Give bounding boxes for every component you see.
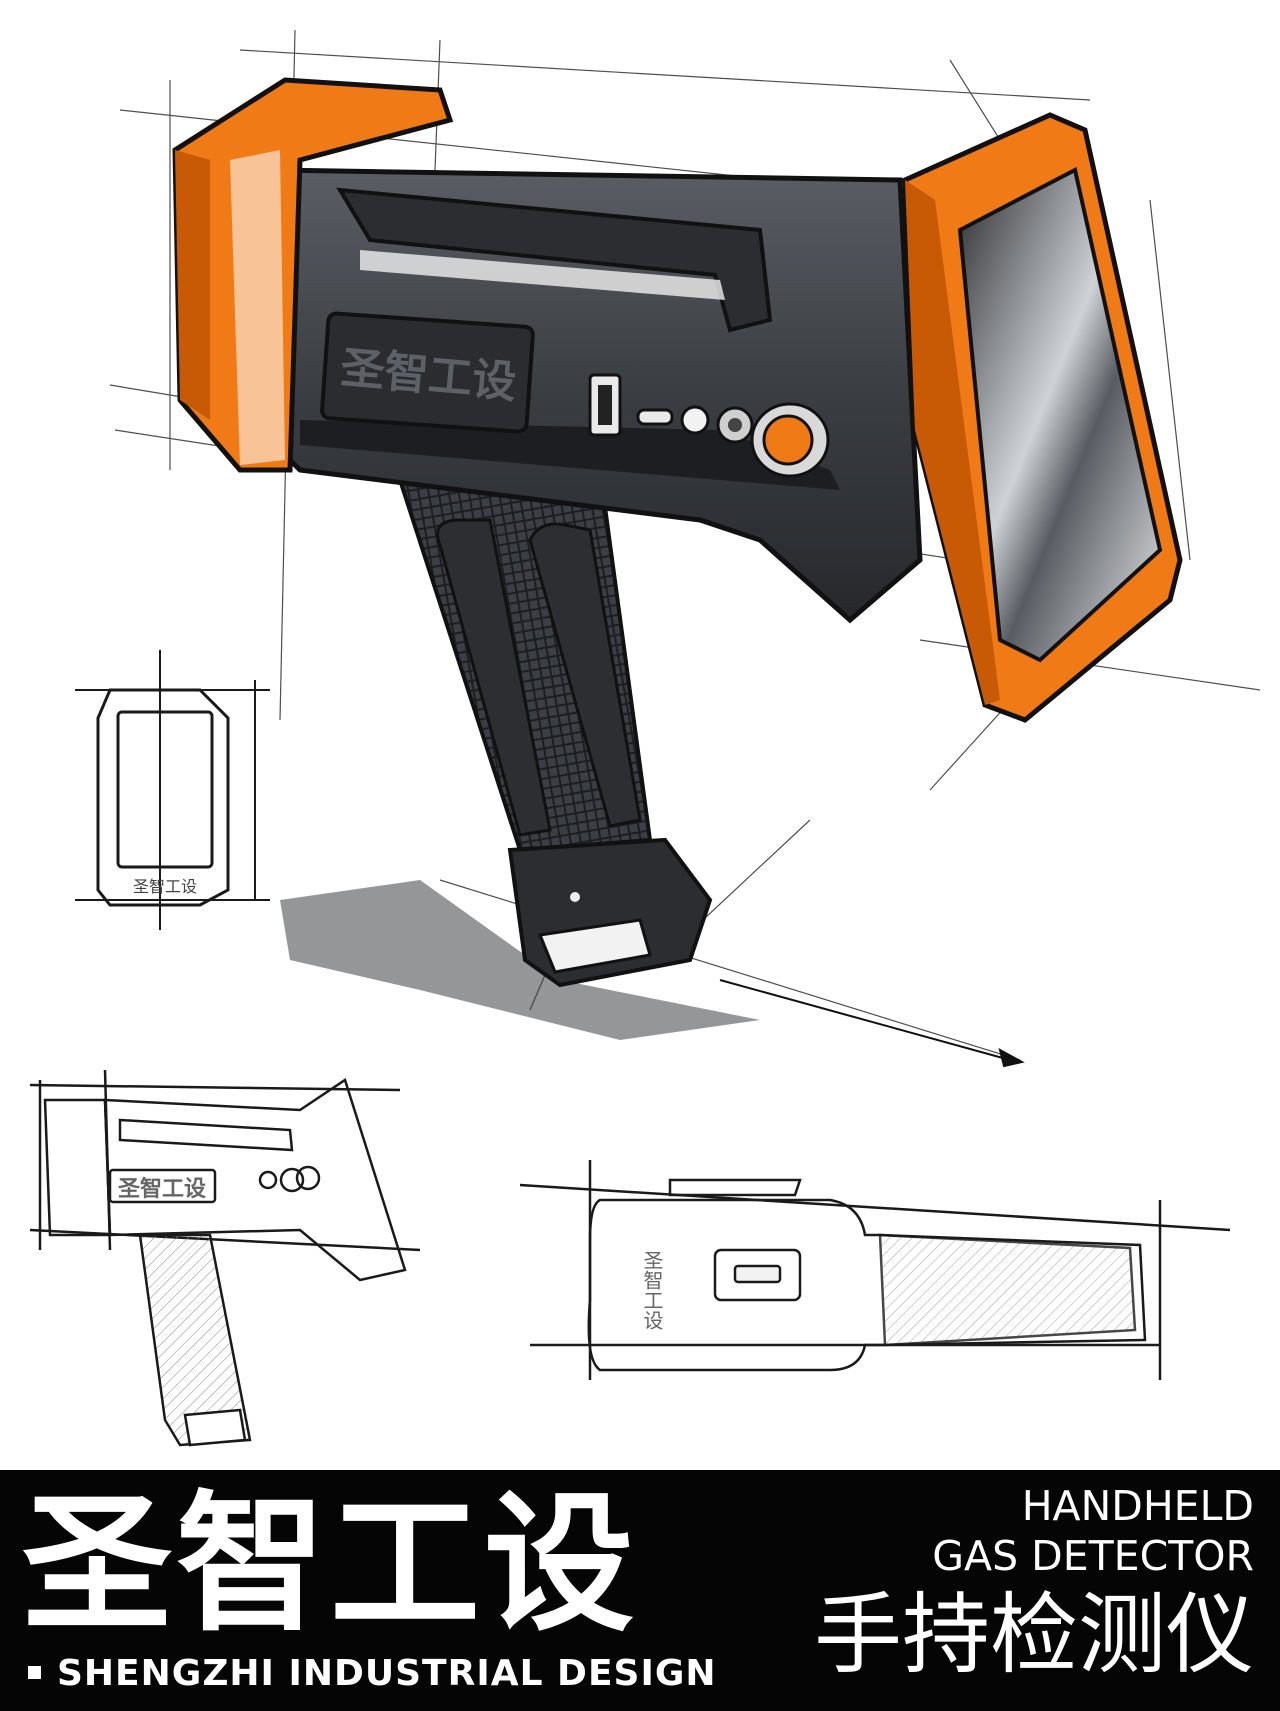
- usb-port-icon: [588, 373, 622, 437]
- product-title-cn: 手持检测仪: [813, 1583, 1254, 1686]
- power-button-icon: [750, 402, 830, 478]
- front-view-sketch: 圣智工设: [75, 650, 270, 930]
- brand-name-en: SHENGZHI INDUSTRIAL DESIGN: [28, 1652, 717, 1696]
- direction-arrow: [719, 979, 1025, 1068]
- top-view-logo-text: 圣智工设: [640, 1250, 664, 1330]
- brand-logo-cn: 圣智工设: [22, 1478, 639, 1652]
- top-view-sketch: 圣智工设: [519, 1160, 1231, 1380]
- micro-usb-port-icon: [636, 408, 674, 426]
- handheld-detector-render: 圣智工设: [172, 77, 1183, 988]
- square-bullet-icon: [28, 1665, 41, 1679]
- indicator-light-icon: [680, 405, 710, 435]
- side-view-logo-text: 圣智工设: [118, 1176, 206, 1202]
- brand-name-en-text: SHENGZHI INDUSTRIAL DESIGN: [57, 1653, 717, 1694]
- product-title-en-line1: HANDHELD: [1021, 1482, 1254, 1530]
- front-view-logo-text: 圣智工设: [133, 877, 197, 896]
- device-screen: [957, 167, 1163, 663]
- device-logo-plate: [320, 311, 535, 434]
- sensor-icon: [716, 406, 754, 444]
- top-carry-bar: [336, 187, 773, 333]
- brand-banner: 圣智工设 SHENGZHI INDUSTRIAL DESIGN HANDHELD…: [0, 1470, 1280, 1711]
- product-title-en-line2: GAS DETECTOR: [932, 1532, 1254, 1580]
- side-view-sketch: 圣智工设: [29, 1069, 421, 1447]
- ground-shadow: [280, 880, 760, 1040]
- sketch-artwork: 圣智工设 圣智工设: [29, 29, 1261, 1447]
